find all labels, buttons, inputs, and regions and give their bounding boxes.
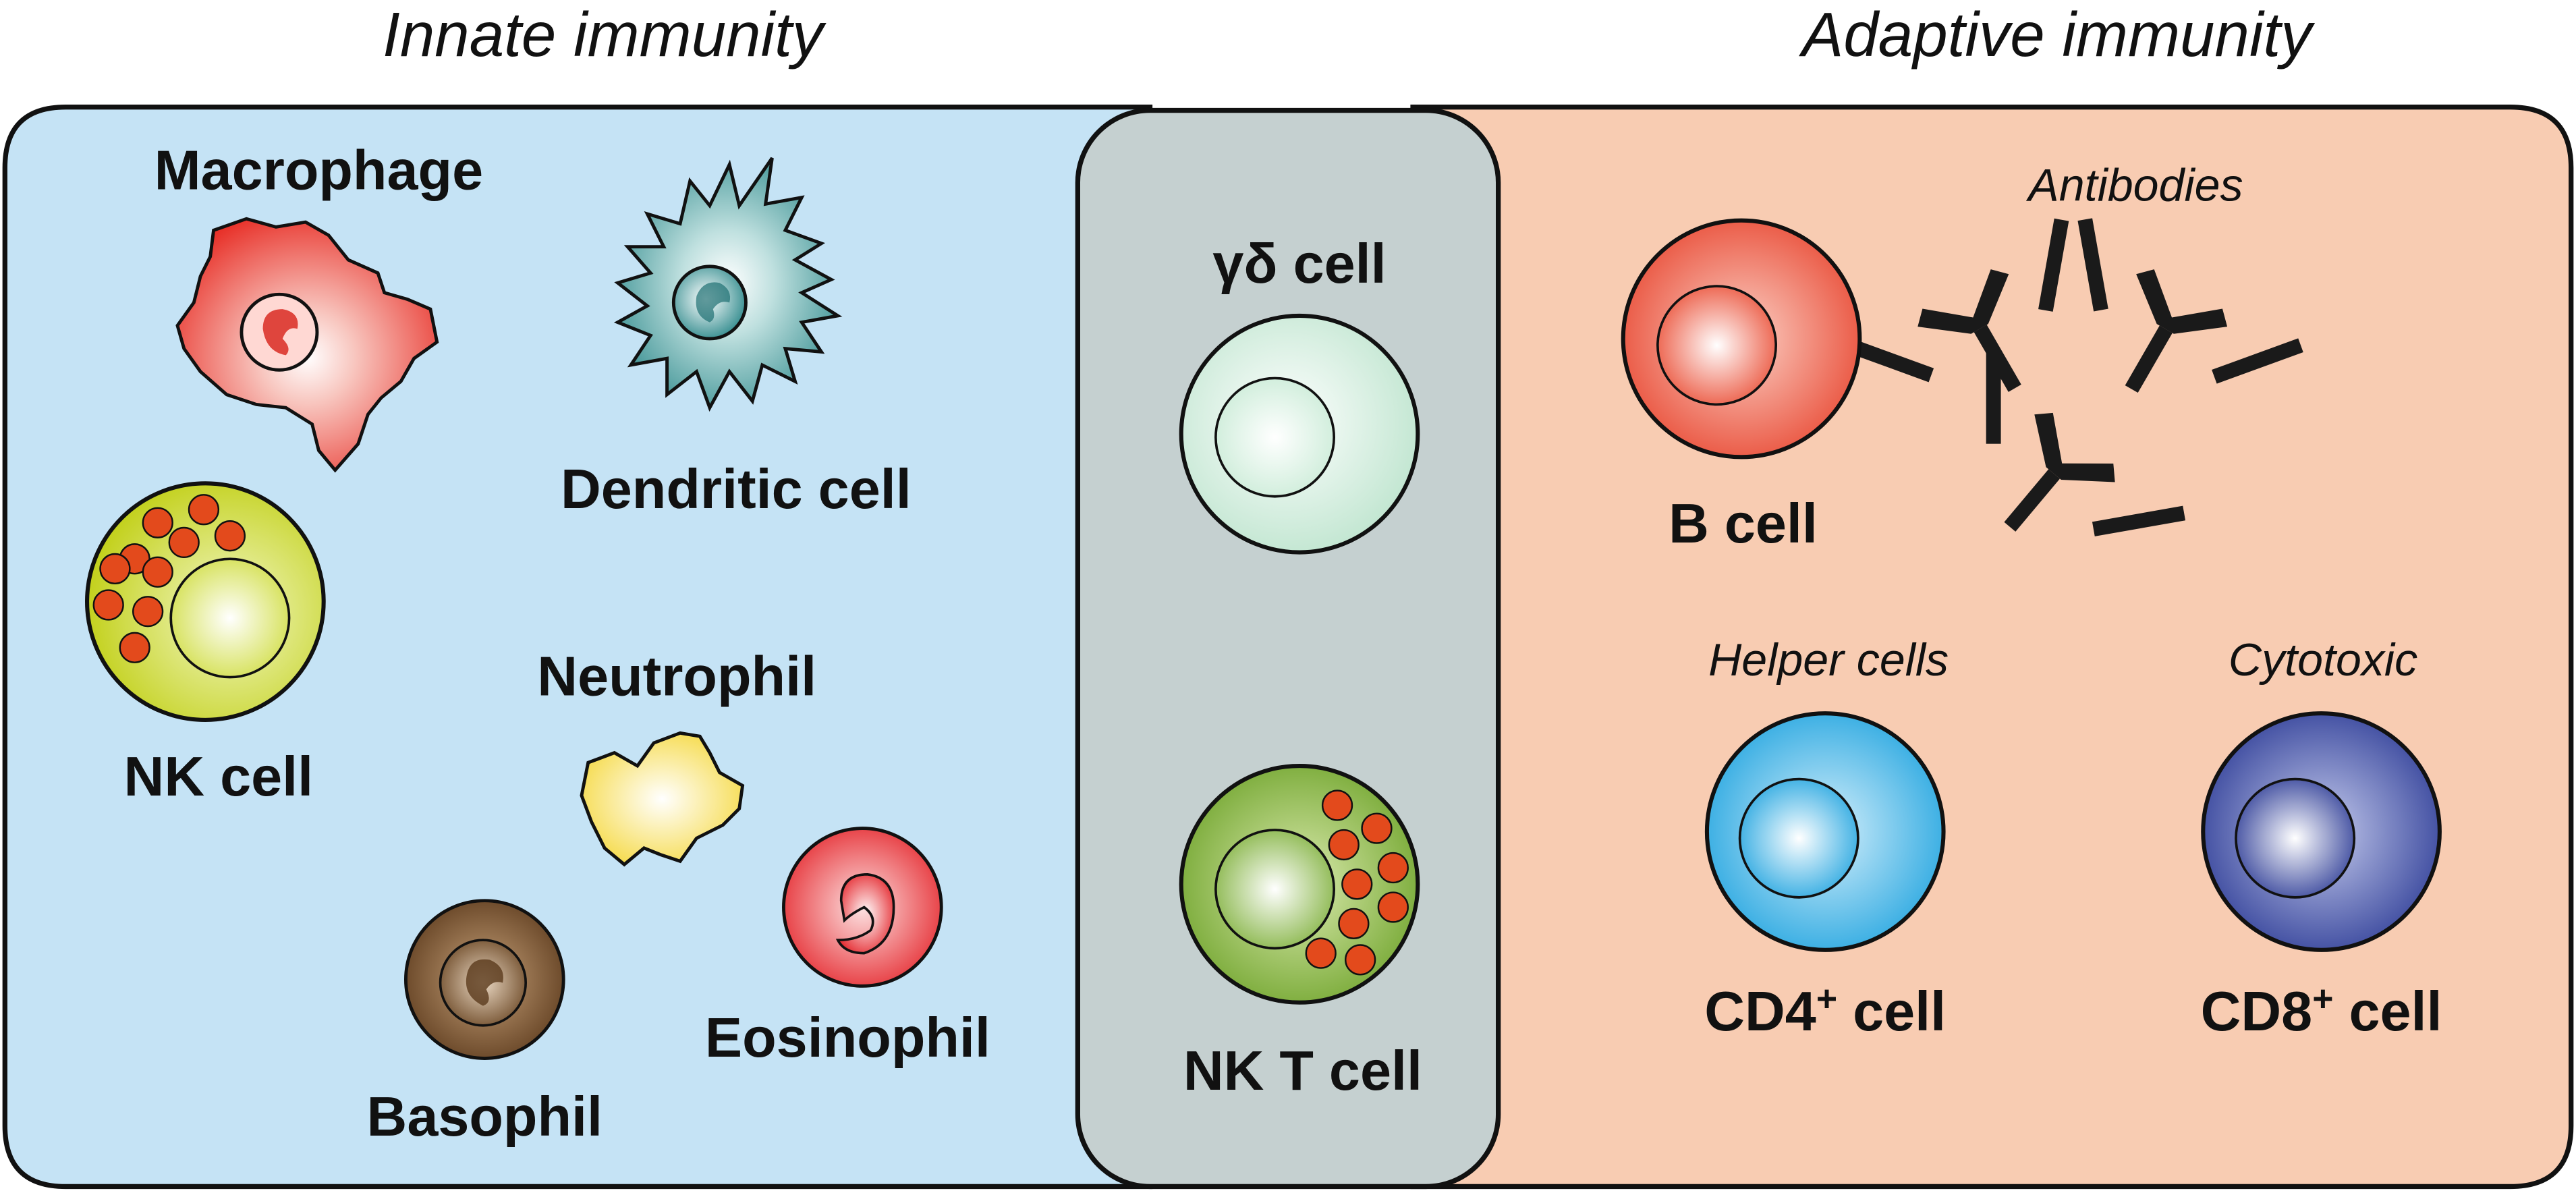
cd4-cell-label: CD4+ cell bbox=[1704, 979, 1946, 1043]
basophil-cell bbox=[403, 899, 565, 1060]
cd4-label-plus: + bbox=[1816, 979, 1837, 1019]
dendritic-label: Dendritic cell bbox=[561, 457, 912, 520]
cd8-label-prefix: CD8 bbox=[2201, 980, 2313, 1043]
nk-cell bbox=[85, 481, 326, 722]
macrophage-cell bbox=[175, 217, 439, 473]
cd8-cell bbox=[2201, 711, 2442, 952]
neutrophil-label: Neutrophil bbox=[537, 644, 816, 707]
cd8-label-plus: + bbox=[2312, 979, 2333, 1019]
antibody-icon bbox=[2077, 218, 2303, 393]
basophil-label: Basophil bbox=[367, 1085, 603, 1148]
cd8-cell-label: CD8+ cell bbox=[2201, 979, 2442, 1043]
adaptive-immunity-heading: Adaptive immunity bbox=[1799, 0, 2316, 70]
antibody-icon bbox=[1986, 352, 2186, 536]
eosinophil-label: Eosinophil bbox=[705, 1006, 990, 1069]
antibodies-label: Antibodies bbox=[2025, 159, 2243, 211]
helper-cells-label: Helper cells bbox=[1708, 634, 1949, 686]
nkt-cell bbox=[1179, 764, 1420, 1005]
nk-label: NK cell bbox=[124, 745, 314, 808]
cd4-label-prefix: CD4 bbox=[1704, 980, 1816, 1043]
dendritic-cell bbox=[613, 157, 843, 412]
macrophage-label: Macrophage bbox=[155, 138, 484, 201]
nkt-label: NK T cell bbox=[1183, 1039, 1422, 1102]
eosinophil-cell bbox=[782, 827, 943, 988]
gamma-delta-cell bbox=[1179, 313, 1420, 555]
b-cell bbox=[1621, 218, 1862, 460]
cd4-label-suffix: cell bbox=[1837, 980, 1946, 1043]
cd8-label-suffix: cell bbox=[2333, 980, 2442, 1043]
cd4-cell bbox=[1704, 711, 1946, 952]
gamma-delta-label: γδ cell bbox=[1212, 232, 1386, 295]
b-cell-label: B cell bbox=[1669, 492, 1818, 555]
innate-immunity-heading: Innate immunity bbox=[383, 0, 827, 70]
cytotoxic-label: Cytotoxic bbox=[2229, 634, 2417, 686]
neutrophil-cell bbox=[580, 731, 745, 867]
